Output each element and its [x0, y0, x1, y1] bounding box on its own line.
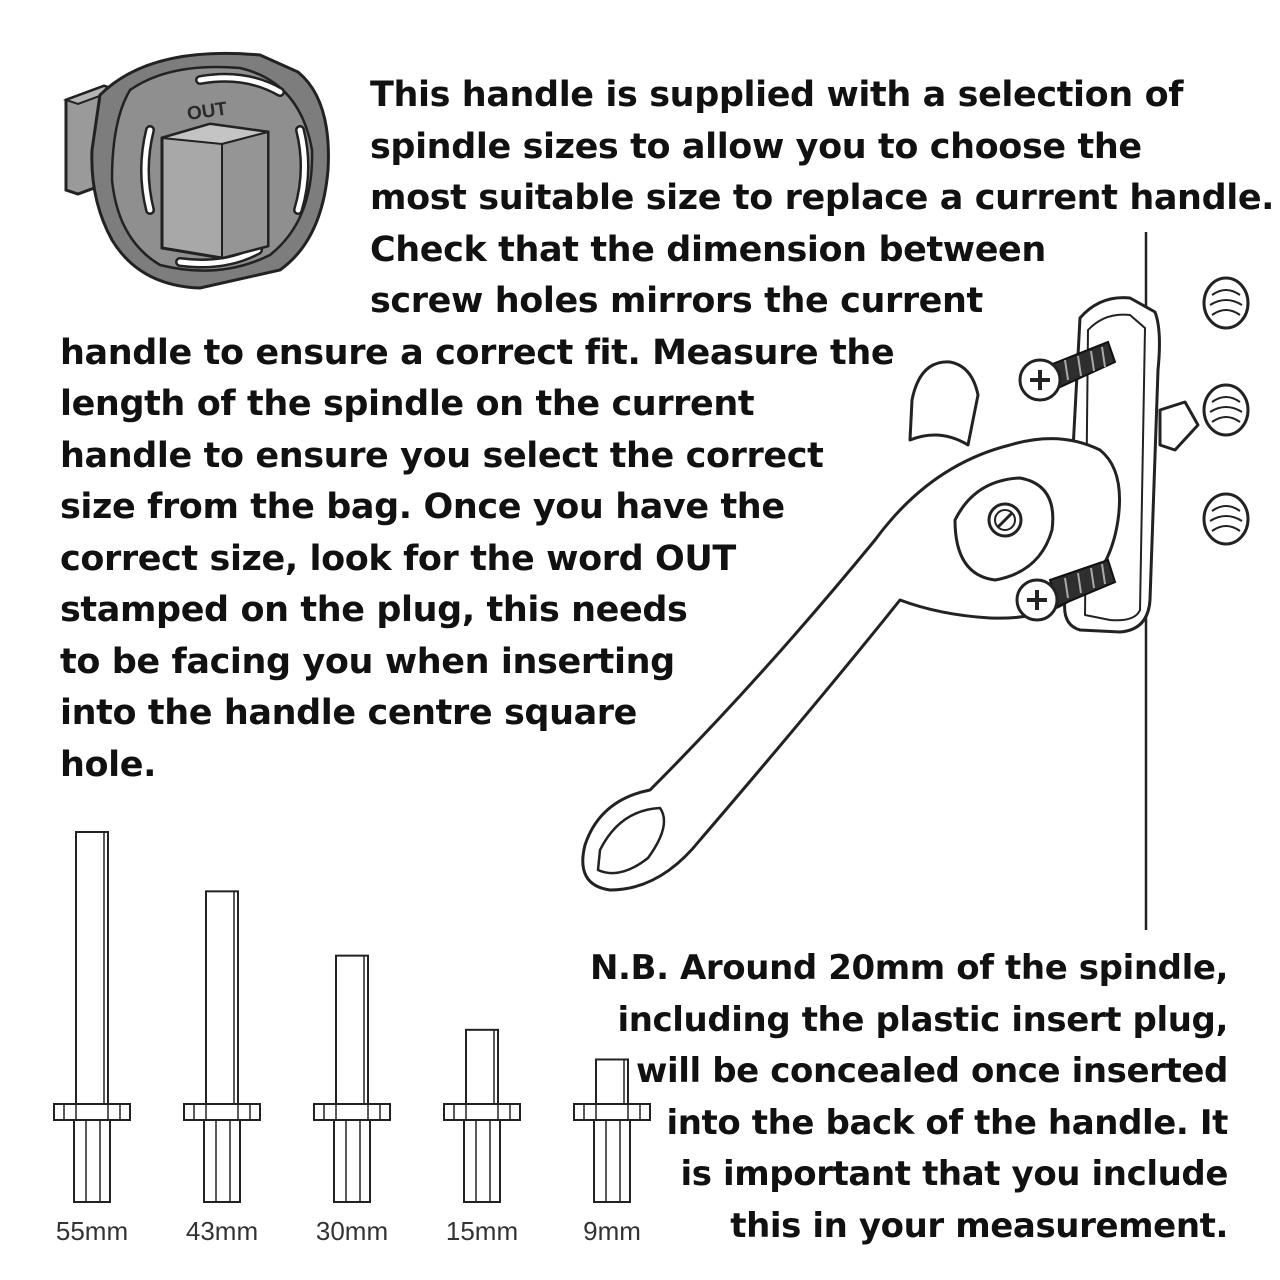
screw-icon	[1018, 340, 1117, 402]
intro-line: handle to ensure you select the correct	[60, 435, 824, 476]
intro-line: length of the spindle on the current	[60, 384, 755, 424]
spindle-shaft	[595, 1058, 629, 1106]
spindle-shaft	[335, 954, 369, 1105]
spindle-9mm	[573, 1058, 651, 1203]
intro-line: into the handle centre square	[60, 693, 638, 733]
spindle-size-label: 15mm	[445, 1216, 519, 1246]
intro-line: Check that the dimension between	[370, 229, 1046, 270]
window-handle-illustration	[581, 296, 1200, 892]
spindle-group	[53, 831, 651, 1203]
intro-line: size from the bag. Once you have the	[60, 487, 785, 527]
spindle-lower-shaft	[333, 1119, 371, 1203]
frame-hole-icon	[1202, 276, 1250, 330]
intro-line: hole.	[60, 744, 156, 785]
note-line: will be concealed once inserted	[636, 1051, 1228, 1091]
spindle-lower-shaft	[463, 1119, 501, 1203]
spindle-collar	[313, 1103, 391, 1121]
plug-square-icon	[160, 122, 270, 260]
intro-line: handle to ensure a correct fit. Measure …	[60, 332, 895, 373]
spindle-shaft	[205, 890, 239, 1105]
screw-icon	[1015, 558, 1117, 622]
spindle-15mm	[443, 1028, 521, 1203]
spindle-size-label: 9mm	[583, 1216, 641, 1246]
intro-line: most suitable size to replace a current …	[370, 178, 1275, 218]
intro-line: This handle is supplied with a selection…	[370, 75, 1184, 115]
spindle-55mm	[53, 831, 131, 1203]
spindle-lower-shaft	[73, 1119, 111, 1203]
note-line: N.B. Around 20mm of the spindle,	[589, 948, 1228, 988]
spindle-collar	[183, 1103, 261, 1121]
frame-hole-icon	[1202, 492, 1250, 546]
note-line: this in your measurement.	[730, 1205, 1228, 1246]
spindle-collar	[573, 1103, 651, 1121]
spindle-size-label: 43mm	[185, 1216, 259, 1246]
note-line: including the plastic insert plug,	[617, 999, 1228, 1040]
spindle-43mm	[183, 890, 261, 1203]
note-line: into the back of the handle. It	[666, 1102, 1228, 1143]
spindle-shaft	[465, 1028, 499, 1106]
frame-hole-icon	[1202, 383, 1250, 437]
intro-line: spindle sizes to allow you to choose the	[370, 126, 1142, 167]
spindle-collar	[443, 1103, 521, 1121]
spindle-30mm	[313, 954, 391, 1203]
note-line: is important that you include	[680, 1154, 1229, 1194]
handle-cap	[908, 360, 980, 447]
intro-line: screw holes mirrors the current	[370, 281, 983, 321]
spindle-size-label: 55mm	[55, 1216, 129, 1246]
spindle-lower-shaft	[593, 1119, 631, 1203]
spindle-shaft	[75, 831, 109, 1105]
intro-line: correct size, look for the word OUT	[60, 538, 736, 579]
plug-illustration: OUT	[62, 51, 330, 290]
spindle-lower-shaft	[203, 1119, 241, 1203]
frame-screw-holes	[1202, 276, 1250, 546]
handle-spindle-stub	[1158, 400, 1200, 452]
spindle-collar	[53, 1103, 131, 1121]
intro-line: stamped on the plug, this needs	[60, 590, 688, 630]
spindle-size-label: 30mm	[315, 1216, 389, 1246]
intro-line: to be facing you when inserting	[60, 641, 675, 682]
